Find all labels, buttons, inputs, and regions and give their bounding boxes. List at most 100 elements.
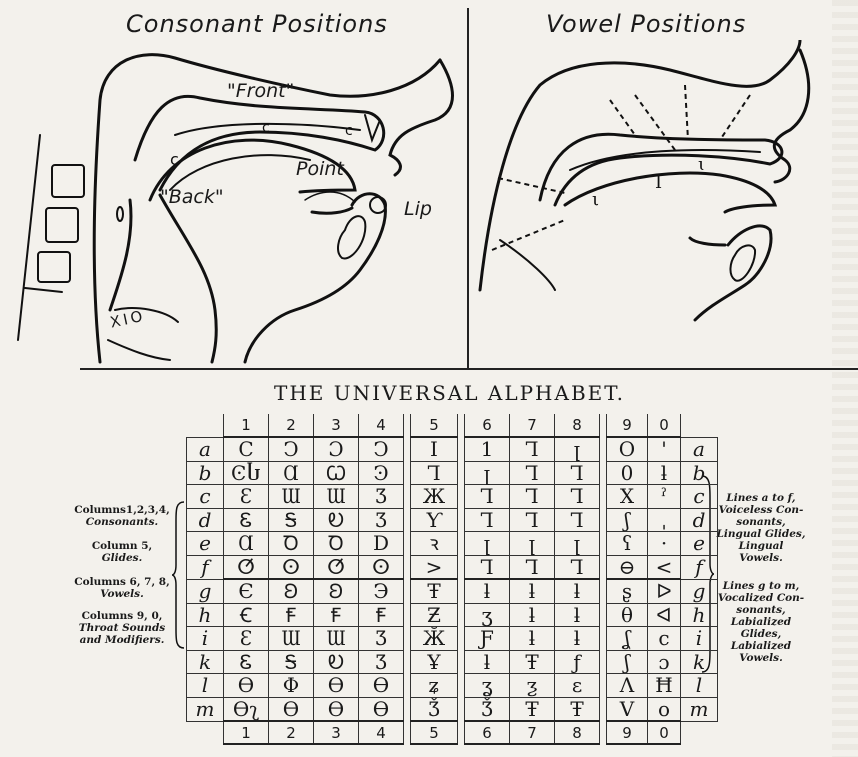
note-af-l2: Voiceless Con- xyxy=(719,504,804,516)
alphabet-symbol: ƚ xyxy=(510,627,555,651)
alphabet-symbol: Ꞙ xyxy=(359,603,404,627)
row-label-left: d xyxy=(187,508,224,532)
column-gap xyxy=(458,650,465,674)
alphabet-row: kᏋᎦᎧƷҰƚŦƒʃɔk xyxy=(187,650,718,674)
alphabet-symbol: Ꞁ xyxy=(510,485,555,509)
alphabet-symbol: ꞁ xyxy=(510,532,555,556)
note-gm-l6: Labialized xyxy=(731,640,791,652)
column-gap xyxy=(458,579,465,603)
alphabet-symbol: Ꭷ xyxy=(314,650,359,674)
alphabet-symbol: Ɔ xyxy=(314,437,359,461)
note-af-l4: Lingual Glides, xyxy=(717,528,806,540)
column-gap xyxy=(404,437,411,461)
note-vowels-l1: Columns 6, 7, 8, xyxy=(74,576,170,588)
note-af-l5: Lingual xyxy=(739,540,784,552)
alphabet-symbol: Ꞝ xyxy=(314,579,359,603)
alphabet-symbol: Ꞙ xyxy=(314,603,359,627)
alphabet-symbol: Ɯ xyxy=(314,485,359,509)
column-header-col-3: 3 xyxy=(314,414,359,437)
universal-alphabet-title: THE UNIVERSAL ALPHABET. xyxy=(274,381,625,405)
alphabet-symbol: Ꭶ xyxy=(269,650,314,674)
row-label-left: f xyxy=(187,555,224,579)
alphabet-symbol: Ǯ xyxy=(411,697,458,721)
column-gap xyxy=(600,485,607,509)
column-gap xyxy=(600,414,607,437)
alphabet-symbol: ʃ xyxy=(607,508,648,532)
alphabet-symbol: Є xyxy=(224,579,269,603)
alphabet-symbol: Ꮛ xyxy=(224,650,269,674)
column-header-col-9: 9 xyxy=(607,414,648,437)
alphabet-symbol: Ꞁ xyxy=(555,461,600,485)
row-label-right: m xyxy=(681,697,718,721)
column-gap xyxy=(600,508,607,532)
alphabet-symbol: Ɛ xyxy=(224,485,269,509)
alphabet-symbol: Ɛ xyxy=(224,627,269,651)
note-consonants: Columns1,2,3,4, Consonants. xyxy=(66,504,178,528)
alphabet-symbol: Ꭷ xyxy=(314,508,359,532)
alphabet-symbol: ƚ xyxy=(555,603,600,627)
column-gap xyxy=(600,437,607,461)
column-header-col-5: 5 xyxy=(411,414,458,437)
alphabet-symbol: ˀ xyxy=(648,485,681,509)
row-label-left: a xyxy=(187,437,224,461)
column-gap xyxy=(404,579,411,603)
row-label-right: l xyxy=(681,674,718,698)
row-label-right: k xyxy=(681,650,718,674)
row-label-left: l xyxy=(187,674,224,698)
alphabet-symbol: c xyxy=(648,627,681,651)
alphabet-symbol: Ɑ xyxy=(269,461,314,485)
column-gap xyxy=(458,721,465,744)
column-footer-col-3: 3 xyxy=(314,721,359,744)
alphabet-symbol: Ǯ xyxy=(465,697,510,721)
alphabet-symbol: Ͽ xyxy=(359,461,404,485)
alphabet-symbol: Ѳ xyxy=(224,674,269,698)
alphabet-symbol: Ͻ xyxy=(359,437,404,461)
column-gap xyxy=(404,650,411,674)
column-gap xyxy=(458,414,465,437)
alphabet-symbol: > xyxy=(411,555,458,579)
alphabet-symbol: I xyxy=(411,437,458,461)
column-gap xyxy=(404,485,411,509)
column-gap xyxy=(600,461,607,485)
column-gap xyxy=(404,603,411,627)
corner-blank xyxy=(681,721,718,744)
alphabet-symbol: Λ xyxy=(607,674,648,698)
alphabet-symbol: Ұ xyxy=(411,650,458,674)
alphabet-row: eⱭꝹꝹDꝛꞁꞁꞁʕ·e xyxy=(187,532,718,556)
column-footer-col-9: 9 xyxy=(607,721,648,744)
alphabet-symbol: ƚ xyxy=(555,579,600,603)
corner-blank xyxy=(187,721,224,744)
column-header-col-2: 2 xyxy=(269,414,314,437)
alphabet-symbol: Ꞁ xyxy=(510,555,555,579)
row-label-right: i xyxy=(681,627,718,651)
column-footer-col-6: 6 xyxy=(465,721,510,744)
alphabet-symbol: Ѳ xyxy=(314,697,359,721)
alphabet-symbol: < xyxy=(648,555,681,579)
alphabet-symbol: ' xyxy=(648,437,681,461)
alphabet-symbol: Ƴ xyxy=(411,508,458,532)
alphabet-symbol: ƚ xyxy=(465,650,510,674)
column-gap xyxy=(600,532,607,556)
alphabet-symbol: ƚ xyxy=(648,461,681,485)
alphabet-symbol: ʒ xyxy=(465,603,510,627)
alphabet-symbol: Ꞁ xyxy=(555,485,600,509)
note-glides: Column 5, Glides. xyxy=(66,540,178,564)
column-gap xyxy=(458,697,465,721)
alphabet-symbol: Ʒ xyxy=(359,485,404,509)
alphabet-symbol: Ꞁ xyxy=(411,461,458,485)
alphabet-symbol: Ŧ xyxy=(510,697,555,721)
row-label-right: e xyxy=(681,532,718,556)
note-consonants-l1: Columns1,2,3,4, xyxy=(74,504,169,516)
alphabet-symbol: Ѳ xyxy=(269,697,314,721)
alphabet-symbol: ʂ xyxy=(607,579,648,603)
row-label-left: h xyxy=(187,603,224,627)
note-glides-l1: Column 5, xyxy=(92,540,152,552)
alphabet-symbol: Ꞁ xyxy=(555,555,600,579)
alphabet-symbol: Ӂ xyxy=(411,627,458,651)
row-label-left: c xyxy=(187,485,224,509)
column-footer-col-4: 4 xyxy=(359,721,404,744)
alphabet-table-wrap: 1234567890aCϽƆϽI1ꞀꞁO'abϾႱⱭꞶϿꞀꞁꞀꞀ0ƚbcƐƜƜƷ… xyxy=(186,414,718,745)
